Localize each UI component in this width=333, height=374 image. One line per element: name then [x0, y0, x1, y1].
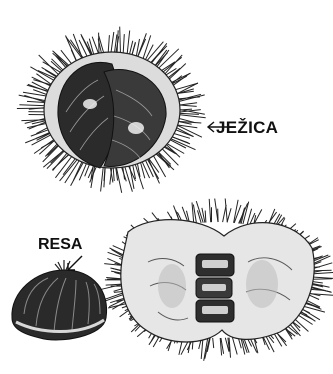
chestnut-icon — [12, 260, 107, 340]
spiny-burr-icon — [17, 27, 206, 193]
tassel-label: RESA — [38, 236, 82, 254]
burr-label: JEŽICA — [216, 118, 278, 138]
opened-burr-icon — [102, 199, 333, 361]
tassel-pointer-arrow — [68, 256, 82, 270]
